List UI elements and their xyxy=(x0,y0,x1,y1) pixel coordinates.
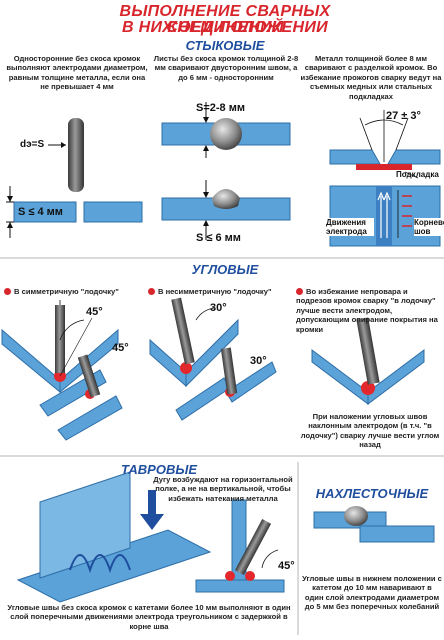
butt-thin-diagram xyxy=(6,118,143,238)
bullet-icon xyxy=(4,288,11,295)
butt-heading: СТЫКОВЫЕ xyxy=(185,38,265,53)
lap-footer: Угловые швы в нижнем положении с катетом… xyxy=(302,574,442,612)
backing-strip xyxy=(356,164,412,170)
asym-angle-label: 30° xyxy=(210,302,227,314)
asym-angle-label-2: 30° xyxy=(250,355,267,367)
electrode-motion-label: Движения электрода xyxy=(326,218,374,236)
bevel-plate-right xyxy=(387,149,441,165)
electrode-rod xyxy=(68,118,84,192)
tee-angle-label: 45° xyxy=(278,560,295,572)
sym-angle-label-2: 45° xyxy=(112,342,129,354)
butt-thick-diagram xyxy=(329,110,441,247)
butt-col3-text: Металл толщиной более 8 мм сваривают с р… xyxy=(300,54,442,101)
fillet-col3-caption: Во избежание непровара и подрезов кромок… xyxy=(296,287,440,334)
poster-title-line1: ВЫПОЛНЕНИЕ СВАРНЫХ СОЕДИНЕНИЙ xyxy=(119,3,331,36)
root-weld-label: Корневой шов xyxy=(414,218,444,236)
electrode-motion-arrows xyxy=(377,191,391,238)
tee-web xyxy=(39,471,131,579)
fillet-sym-diagram xyxy=(1,300,123,441)
double-weld-thickness-label: S=2-8 мм xyxy=(196,102,245,114)
single-weld-thickness-label: S ≤ 6 мм xyxy=(196,232,241,244)
fillet-heading: УГЛОВЫЕ xyxy=(191,262,259,277)
lap-diagram xyxy=(313,506,435,543)
fillet-col1-text: В симметричную "лодочку" xyxy=(14,287,119,296)
bullet-icon xyxy=(296,288,303,295)
fillet-note: При наложении угловых швов наклонным эле… xyxy=(300,412,440,450)
fillet-col1-caption: В симметричную "лодочку" xyxy=(4,287,148,296)
bevel-plate-left xyxy=(329,149,381,165)
lap-heading: НАХЛЕСТОЧНЫЕ xyxy=(315,486,429,501)
plate-left xyxy=(13,201,77,223)
bevel-angle-label: 27 ± 3° xyxy=(386,110,421,122)
fillet-col3-text: Во избежание непровара и подрезов кромок… xyxy=(296,287,438,334)
butt-col2-text: Листы без скоса кромок толщиной 2-8 мм с… xyxy=(153,54,299,82)
tee-heading: ТАВРОВЫЕ xyxy=(120,462,198,477)
double-weld-bead xyxy=(210,118,242,150)
direction-arrow xyxy=(140,514,164,530)
backing-label: Подкладка xyxy=(396,170,439,179)
single-weld-bead xyxy=(212,189,240,209)
fillet-col2-text: В несимметричную "лодочку" xyxy=(158,287,272,296)
root-weld xyxy=(402,195,412,227)
electrode-diameter-label: dэ=S xyxy=(20,139,45,150)
bullet-icon xyxy=(148,288,155,295)
tee-footer: Угловые швы без скоса кромок с катетами … xyxy=(7,603,291,631)
fillet-note-diagram xyxy=(311,317,425,405)
weave-pattern xyxy=(69,554,131,574)
sym-angle-label: 45° xyxy=(86,306,103,318)
section-dividers xyxy=(0,257,444,635)
plate-right xyxy=(83,201,143,223)
tee-diagram xyxy=(16,471,285,603)
thin-thickness-label: S ≤ 4 мм xyxy=(18,206,63,218)
fillet-col2-caption: В несимметричную "лодочку" xyxy=(148,287,294,296)
tee-note: Дугу возбуждают на горизонтальной полке,… xyxy=(153,475,293,503)
fillet-asym-diagram xyxy=(149,297,277,421)
lap-weld-bead xyxy=(344,506,368,526)
butt-col1-text: Односторонние без скоса кромок выполняют… xyxy=(6,54,148,92)
poster-title-line2: В НИЖНЕМ ПОЛОЖЕНИИ xyxy=(122,19,328,36)
butt-medium-diagram xyxy=(161,102,291,240)
